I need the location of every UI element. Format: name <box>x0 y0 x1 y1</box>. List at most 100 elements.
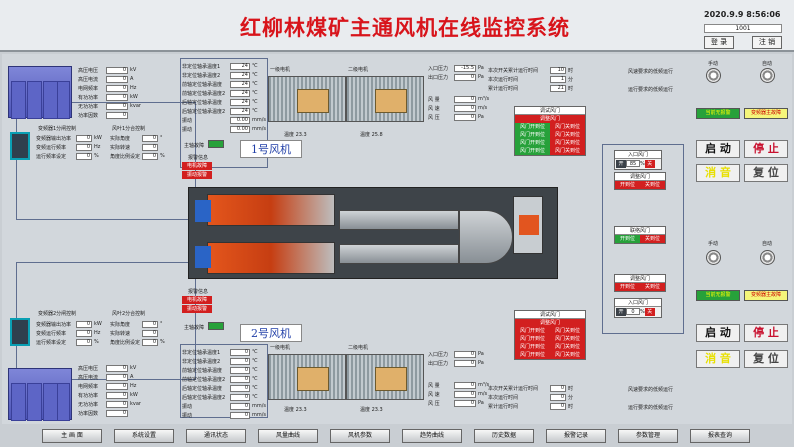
title-bar: 红柳林煤矿主通风机在线监控系统 2020.9.9 8:56:06 1001 登 … <box>0 0 794 52</box>
tab-system[interactable]: 系统设置 <box>114 429 174 443</box>
knob-1a-label: 手动 <box>708 61 719 67</box>
tab-reports[interactable]: 报表查询 <box>690 429 750 443</box>
alarm-2-a: 电机故障 <box>182 296 212 304</box>
main-switch-indicator-2 <box>208 322 224 330</box>
run-status-2b: 运行要求的低频运行 <box>628 405 674 411</box>
back-door-2: 调整风门 开到位关到位 <box>614 274 666 292</box>
alarm-1-a: 电机故障 <box>182 162 212 170</box>
mode-knob-2b[interactable] <box>760 250 775 265</box>
switch-cabinet-1 <box>8 66 72 119</box>
mute-button-1[interactable]: 消 音 <box>696 164 740 182</box>
main-switch-label-2: 主轴故障 <box>184 325 205 331</box>
run-status-2a: 风速要求的低频运行 <box>628 387 674 393</box>
login-button[interactable]: 登 录 <box>704 36 734 49</box>
alarm-1-b: 振动报警 <box>182 171 212 179</box>
temp-frame-bottom <box>180 344 268 418</box>
fan-1-inlet <box>195 200 211 222</box>
run-status-1a: 风速要求的低频运行 <box>628 69 674 75</box>
motor-a-label-2: 一级电机 <box>270 345 291 351</box>
clock: 2020.9.9 8:56:06 <box>704 10 781 19</box>
status-2a: 当前无报警 <box>696 290 740 301</box>
tab-airflow[interactable]: 风量曲线 <box>258 429 318 443</box>
run-status-1b: 运行要求的低频运行 <box>628 87 674 93</box>
back-door-1: 调整风门 开到位关到位 <box>614 172 666 190</box>
alarm-title-1: 报警信息 <box>188 155 209 161</box>
door-panel-1: 调试风门 调整风门 风门开到位风门关到位 风门开到位风门关到位 风门开到位风门关… <box>514 106 586 156</box>
motor-2a <box>268 354 346 400</box>
mode-knob-2a[interactable] <box>706 250 721 265</box>
vfd-1-device <box>10 132 30 160</box>
app-title: 红柳林煤矿主通风机在线监控系统 <box>240 15 570 40</box>
knob-1b-label: 自动 <box>762 61 773 67</box>
mode-knob-1b[interactable] <box>760 68 775 83</box>
logout-button[interactable]: 注 销 <box>752 36 782 49</box>
motor-1b-temp: 温度 25.8 <box>360 132 383 138</box>
motor-b-label-2: 二级电机 <box>348 345 369 351</box>
status-2b: 变频器主故障 <box>744 290 788 301</box>
alarm-2-b: 振动报警 <box>182 305 212 313</box>
mute-button-2[interactable]: 消 音 <box>696 350 740 368</box>
angle-1-title: 风叶1分合控制 <box>112 126 146 132</box>
motor-1a-temp: 温度 23.3 <box>284 132 307 138</box>
status-1a: 当前无报警 <box>696 108 740 119</box>
reset-button-1[interactable]: 复 位 <box>744 164 788 182</box>
status-1b: 变频器主故障 <box>744 108 788 119</box>
motor-2b-temp: 温度 23.3 <box>360 407 383 413</box>
tab-alarms[interactable]: 报警记录 <box>546 429 606 443</box>
vfd-2-device <box>10 318 30 346</box>
motor-a-label-1: 一级电机 <box>270 67 291 73</box>
tab-history[interactable]: 历史数据 <box>474 429 534 443</box>
fan-1-body <box>207 194 335 226</box>
temp-frame-top <box>180 58 268 168</box>
diffuser-box <box>513 196 543 254</box>
door-panel-2: 调试风门 调整风门 风门开到位风门关到位 风门开到位风门关到位 风门开到位风门关… <box>514 310 586 360</box>
tab-fan-params[interactable]: 风机参数 <box>330 429 390 443</box>
fan-2-body <box>207 242 335 274</box>
tab-main[interactable]: 主 画 面 <box>42 429 102 443</box>
duct-upper <box>339 210 459 230</box>
vfd-1-title: 变频器1分闸控制 <box>38 126 77 132</box>
fan-1-label: 1号风机 <box>240 140 302 158</box>
tab-trend[interactable]: 趋势曲线 <box>402 429 462 443</box>
switch-cabinet-2 <box>8 368 72 421</box>
vfd-2-title: 变频器2分闸控制 <box>38 311 77 317</box>
bottom-nav: 主 画 面 系统设置 通讯状态 风量曲线 风机参数 趋势曲线 历史数据 报警记录… <box>0 426 794 447</box>
motor-1a <box>268 76 346 122</box>
mode-knob-1a[interactable] <box>706 68 721 83</box>
main-switch-indicator-1 <box>208 140 224 148</box>
duct-bend <box>459 210 513 264</box>
motor-2b <box>346 354 424 400</box>
reset-button-2[interactable]: 复 位 <box>744 350 788 368</box>
knob-2b-label: 自动 <box>762 241 773 247</box>
fan-2-label: 2号风机 <box>240 324 302 342</box>
main-switch-label-1: 主轴故障 <box>184 143 205 149</box>
user-id: 1001 <box>704 24 782 33</box>
link-door: 联络风门 开到位关到位 <box>614 226 666 244</box>
tab-params[interactable]: 参数管理 <box>618 429 678 443</box>
stop-button-1[interactable]: 停 止 <box>744 140 788 158</box>
start-button-1[interactable]: 启 动 <box>696 140 740 158</box>
stop-button-2[interactable]: 停 止 <box>744 324 788 342</box>
motor-b-label-1: 二级电机 <box>348 67 369 73</box>
motor-1b <box>346 76 424 122</box>
tab-comm[interactable]: 通讯状态 <box>186 429 246 443</box>
knob-2a-label: 手动 <box>708 241 719 247</box>
duct-diagram <box>188 187 558 279</box>
fan-2-inlet <box>195 246 211 268</box>
start-button-2[interactable]: 启 动 <box>696 324 740 342</box>
